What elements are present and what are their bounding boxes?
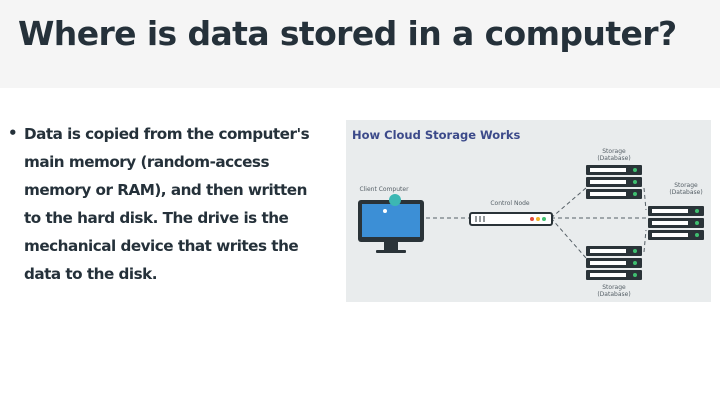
control-to-top-storage-line (550, 187, 587, 219)
storage-bottom-icon (586, 246, 642, 280)
storage-right-icon (648, 206, 704, 240)
title-band (0, 0, 720, 88)
cloud-storage-diagram: How Cloud Storage Works Client Computer … (346, 120, 711, 302)
storage-bottom-label: Storage (Database) (597, 284, 631, 298)
control-node-label: Control Node (490, 200, 530, 207)
slide-title: Where is data stored in a computer? (18, 14, 677, 53)
diagram-title: How Cloud Storage Works (352, 128, 521, 142)
storage-top-label: Storage (Database) (597, 148, 631, 162)
client-computer-label: Client Computer (359, 186, 409, 193)
control-node-icon (469, 212, 553, 226)
bullet-text: Data is copied from the computer's main … (24, 125, 310, 283)
diagram-graphic (358, 165, 704, 280)
top-to-right-storage-line (643, 187, 647, 211)
bullet-dot-icon: • (8, 124, 18, 142)
client-computer-icon (358, 194, 424, 253)
connection-lines (426, 187, 647, 259)
storage-top-icon (586, 165, 642, 199)
control-to-bottom-storage-line (550, 217, 587, 259)
bottom-to-right-storage-line (643, 229, 647, 253)
storage-right-label: Storage (Database) (669, 182, 703, 196)
